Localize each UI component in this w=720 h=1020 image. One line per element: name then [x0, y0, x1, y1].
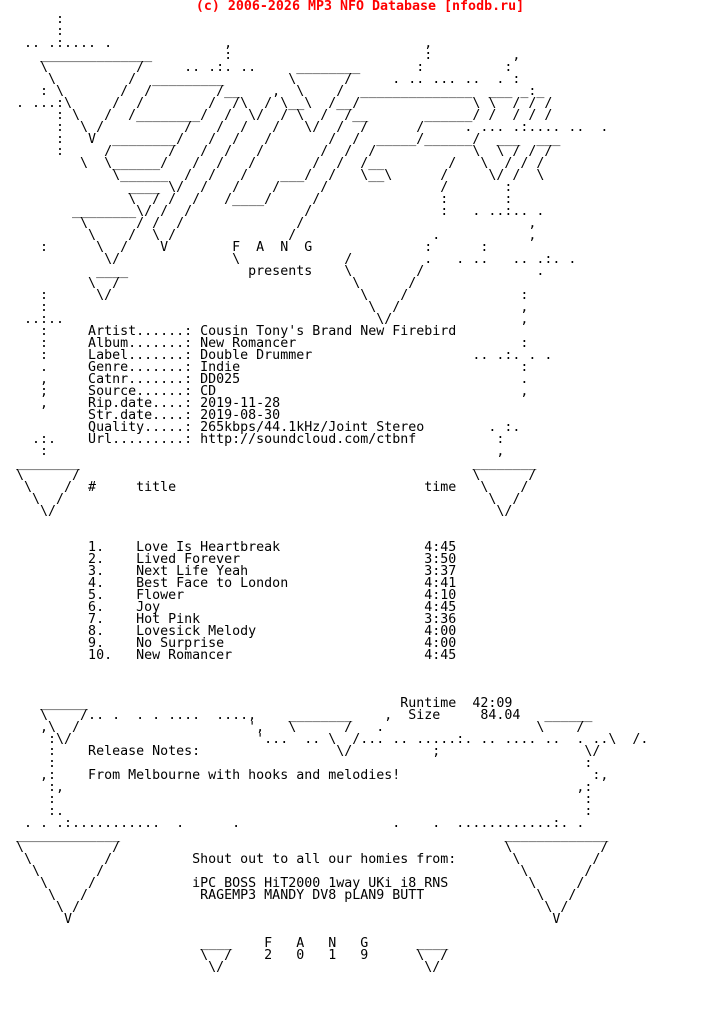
nfo-ascii-document: : : .. .:.... . , , ______________ : : ,…: [16, 12, 649, 975]
copyright-header: (c) 2006-2026 MP3 NFO Database [nfodb.ru…: [195, 0, 525, 14]
